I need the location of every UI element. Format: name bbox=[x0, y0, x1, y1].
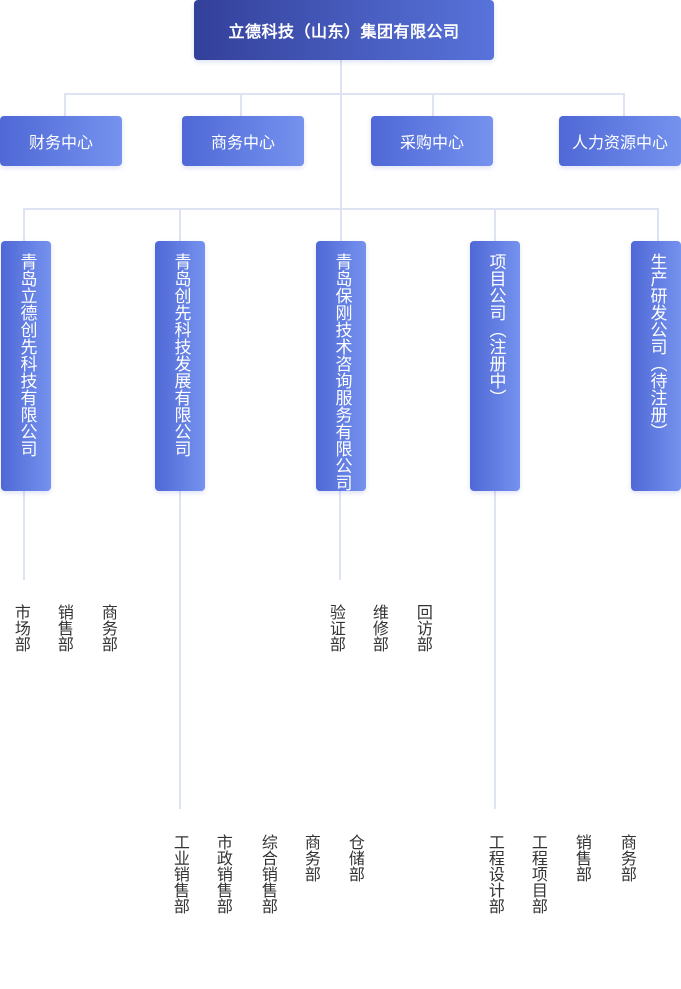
department-label: 市政销售部 bbox=[213, 834, 233, 914]
company-label: 青岛创先科技发展有限公司 bbox=[170, 253, 191, 457]
center-label: 人力资源中心 bbox=[571, 133, 668, 152]
center-node-purchasing: 采购中心 bbox=[371, 116, 493, 166]
connector-center-1 bbox=[64, 93, 66, 116]
center-node-business: 商务中心 bbox=[182, 116, 304, 166]
department-label: 回访部 bbox=[413, 604, 433, 652]
company-label: 生产研发公司（待注册） bbox=[646, 253, 667, 440]
department-label: 工业销售部 bbox=[170, 834, 190, 914]
department-label: 维修部 bbox=[369, 604, 389, 652]
connector-company-4 bbox=[494, 208, 496, 241]
company-node-4: 项目公司（注册中） bbox=[470, 241, 520, 491]
center-label: 采购中心 bbox=[399, 133, 464, 152]
department-label: 验证部 bbox=[326, 604, 346, 652]
connector-dept-3 bbox=[339, 491, 341, 580]
department-label: 销售部 bbox=[572, 834, 592, 882]
company-node-5: 生产研发公司（待注册） bbox=[631, 241, 681, 491]
connector-root-trunk bbox=[340, 60, 342, 241]
department-label: 仓储部 bbox=[345, 834, 365, 882]
center-label: 财务中心 bbox=[28, 133, 93, 152]
department-label: 工程项目部 bbox=[528, 834, 548, 914]
connector-company-1 bbox=[23, 208, 25, 241]
company-label: 青岛立德创先科技有限公司 bbox=[16, 253, 37, 457]
connector-company-5 bbox=[657, 208, 659, 241]
department-label: 市场部 bbox=[11, 604, 31, 652]
root-node: 立德科技（山东）集团有限公司 bbox=[194, 0, 494, 60]
center-label: 商务中心 bbox=[210, 133, 275, 152]
connector-dept-1 bbox=[23, 491, 25, 580]
company-node-1: 青岛立德创先科技有限公司 bbox=[1, 241, 51, 491]
connector-center-3 bbox=[432, 93, 434, 116]
connector-center-4 bbox=[623, 93, 625, 116]
department-label: 商务部 bbox=[617, 834, 637, 882]
connector-dept-2 bbox=[179, 491, 181, 809]
company-label: 项目公司（注册中） bbox=[485, 253, 506, 406]
root-label: 立德科技（山东）集团有限公司 bbox=[228, 22, 460, 41]
connector-companies-bar bbox=[23, 208, 659, 210]
company-label: 青岛保刚技术咨询服务有限公司 bbox=[331, 253, 352, 491]
department-label: 工程设计部 bbox=[485, 834, 505, 914]
company-node-3: 青岛保刚技术咨询服务有限公司 bbox=[316, 241, 366, 491]
department-label: 商务部 bbox=[98, 604, 118, 652]
company-node-2: 青岛创先科技发展有限公司 bbox=[155, 241, 205, 491]
connector-dept-4 bbox=[494, 491, 496, 809]
department-label: 综合销售部 bbox=[258, 834, 278, 914]
connector-center-2 bbox=[240, 93, 242, 116]
connector-company-2 bbox=[179, 208, 181, 241]
connector-centers-bar bbox=[64, 93, 625, 95]
center-node-finance: 财务中心 bbox=[0, 116, 122, 166]
center-node-hr: 人力资源中心 bbox=[559, 116, 681, 166]
department-label: 商务部 bbox=[301, 834, 321, 882]
department-label: 销售部 bbox=[54, 604, 74, 652]
